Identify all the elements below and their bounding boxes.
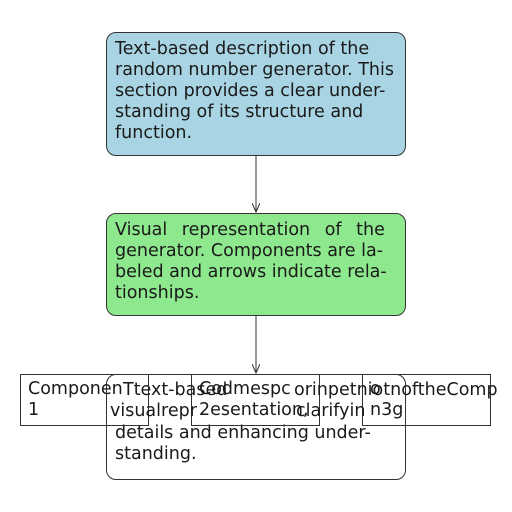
notes-line: standing. — [115, 444, 197, 464]
visual-line: tionships. — [115, 283, 200, 303]
notes-line: details and enhancing under- — [115, 423, 371, 443]
description-line: standing of its structure and — [115, 102, 364, 122]
description-line: section provides a clear under- — [115, 81, 386, 101]
overlapping-text: visualrepr — [110, 401, 197, 421]
component-label: Componen — [28, 379, 123, 399]
visual-line: Visual representation of the — [115, 220, 385, 240]
visual-line: generator. Components are la- — [115, 241, 383, 261]
description-line: random number generator. This — [115, 60, 394, 80]
component-box-1: Componen 1 — [20, 374, 149, 426]
component-label: Codmespc — [199, 379, 291, 399]
visual-line: beled and arrows indicate rela- — [115, 262, 387, 282]
component-label: n3g — [370, 400, 404, 420]
component-box-3: o n3g — [362, 374, 491, 426]
overlapping-text: Ttext-based — [123, 380, 228, 400]
description-node: Text-based description of the random num… — [106, 32, 406, 156]
description-line: function. — [115, 123, 193, 143]
notes-node: details and enhancing under- standing. — [106, 374, 406, 480]
component-label: o — [370, 379, 381, 399]
overlapping-text: orinpetniotnoftheComp — [294, 380, 498, 400]
component-label: 2esentation, — [199, 400, 309, 420]
visual-representation-node: Visual representation of the generator. … — [106, 213, 406, 316]
component-box-2: Codmespc 2esentation, — [191, 374, 320, 426]
component-label: 1 — [28, 400, 40, 420]
overlapping-text: clarifyin — [296, 401, 366, 421]
description-line: Text-based description of the — [115, 39, 370, 59]
